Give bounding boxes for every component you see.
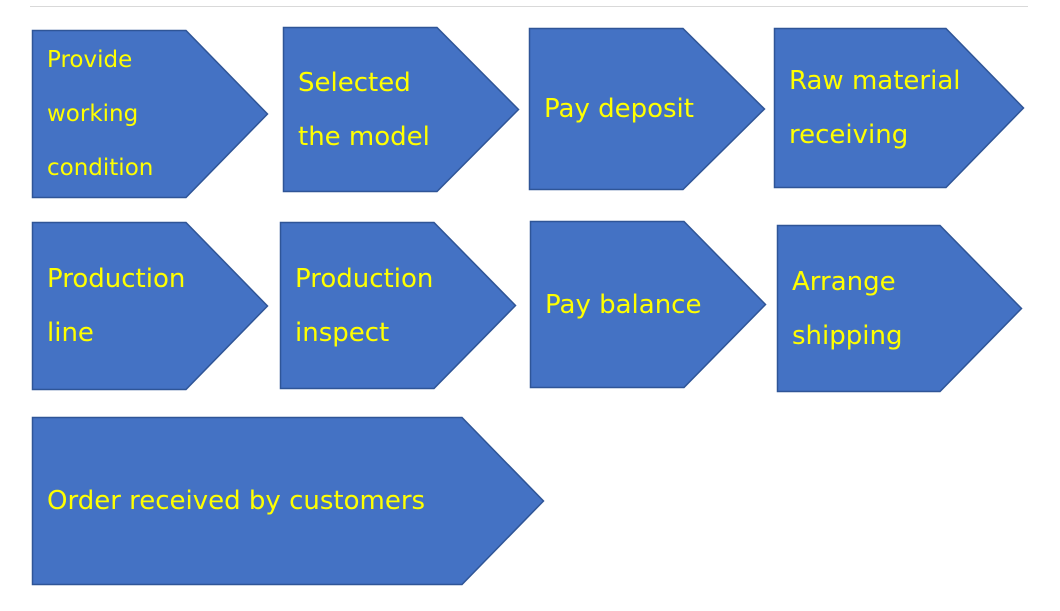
- top-divider: [30, 6, 1028, 7]
- pentagon-arrow-shape: [282, 26, 520, 193]
- step-label: Production line: [47, 222, 185, 390]
- pentagon-arrow-shape: [31, 221, 269, 391]
- pentagon-arrow-shape: [528, 27, 766, 191]
- arrow-polygon: [773, 27, 1025, 189]
- process-step-2: Selected the model: [282, 26, 520, 193]
- process-step-7: Pay balance: [529, 220, 767, 389]
- step-label: Provide working condition: [47, 30, 153, 198]
- step-label: Pay balance: [545, 221, 701, 388]
- step-label-line: receiving: [789, 120, 909, 150]
- pentagon-arrow-shape: [31, 416, 545, 586]
- step-label-line: the model: [298, 121, 430, 152]
- process-step-8: Arrange shipping: [776, 224, 1023, 393]
- arrow-polygon: [31, 221, 269, 391]
- arrow-polygon: [528, 27, 766, 191]
- arrow-polygon: [31, 29, 269, 199]
- step-label-line: Raw material: [789, 66, 961, 96]
- step-label-line: Pay deposit: [544, 94, 694, 124]
- pentagon-arrow-shape: [773, 27, 1025, 189]
- pentagon-arrow-shape: [31, 29, 269, 199]
- process-step-5: Production line: [31, 221, 269, 391]
- process-step-1: Provide working condition: [31, 29, 269, 199]
- step-label-line: Provide: [47, 47, 133, 73]
- process-step-6: Production inspect: [279, 221, 517, 390]
- pentagon-arrow-shape: [529, 220, 767, 389]
- arrow-polygon: [776, 224, 1023, 393]
- step-label-line: line: [47, 318, 94, 348]
- process-step-9: Order received by customers: [31, 416, 545, 586]
- step-label-line: Pay balance: [545, 289, 702, 320]
- arrow-polygon: [529, 220, 767, 389]
- step-label-line: inspect: [295, 317, 390, 348]
- step-label: Order received by customers: [47, 417, 425, 585]
- process-step-3: Pay deposit: [528, 27, 766, 191]
- step-label-line: condition: [47, 155, 154, 181]
- step-label: Selected the model: [298, 27, 430, 192]
- step-label-line: Order received by customers: [47, 486, 426, 516]
- step-label: Pay deposit: [544, 28, 694, 190]
- step-label-line: Production: [47, 264, 186, 294]
- arrow-polygon: [279, 221, 517, 390]
- arrow-polygon: [31, 416, 545, 586]
- pentagon-arrow-shape: [279, 221, 517, 390]
- process-step-4: Raw material receiving: [773, 27, 1025, 189]
- pentagon-arrow-shape: [776, 224, 1023, 393]
- step-label: Production inspect: [295, 222, 433, 389]
- arrow-polygon: [282, 26, 520, 193]
- step-label-line: Selected: [298, 67, 411, 98]
- step-label-line: Production: [295, 263, 434, 294]
- step-label: Arrange shipping: [792, 225, 902, 392]
- step-label-line: Arrange: [792, 266, 896, 297]
- step-label-line: working: [47, 101, 139, 127]
- step-label: Raw material receiving: [789, 28, 960, 188]
- step-label-line: shipping: [792, 320, 903, 351]
